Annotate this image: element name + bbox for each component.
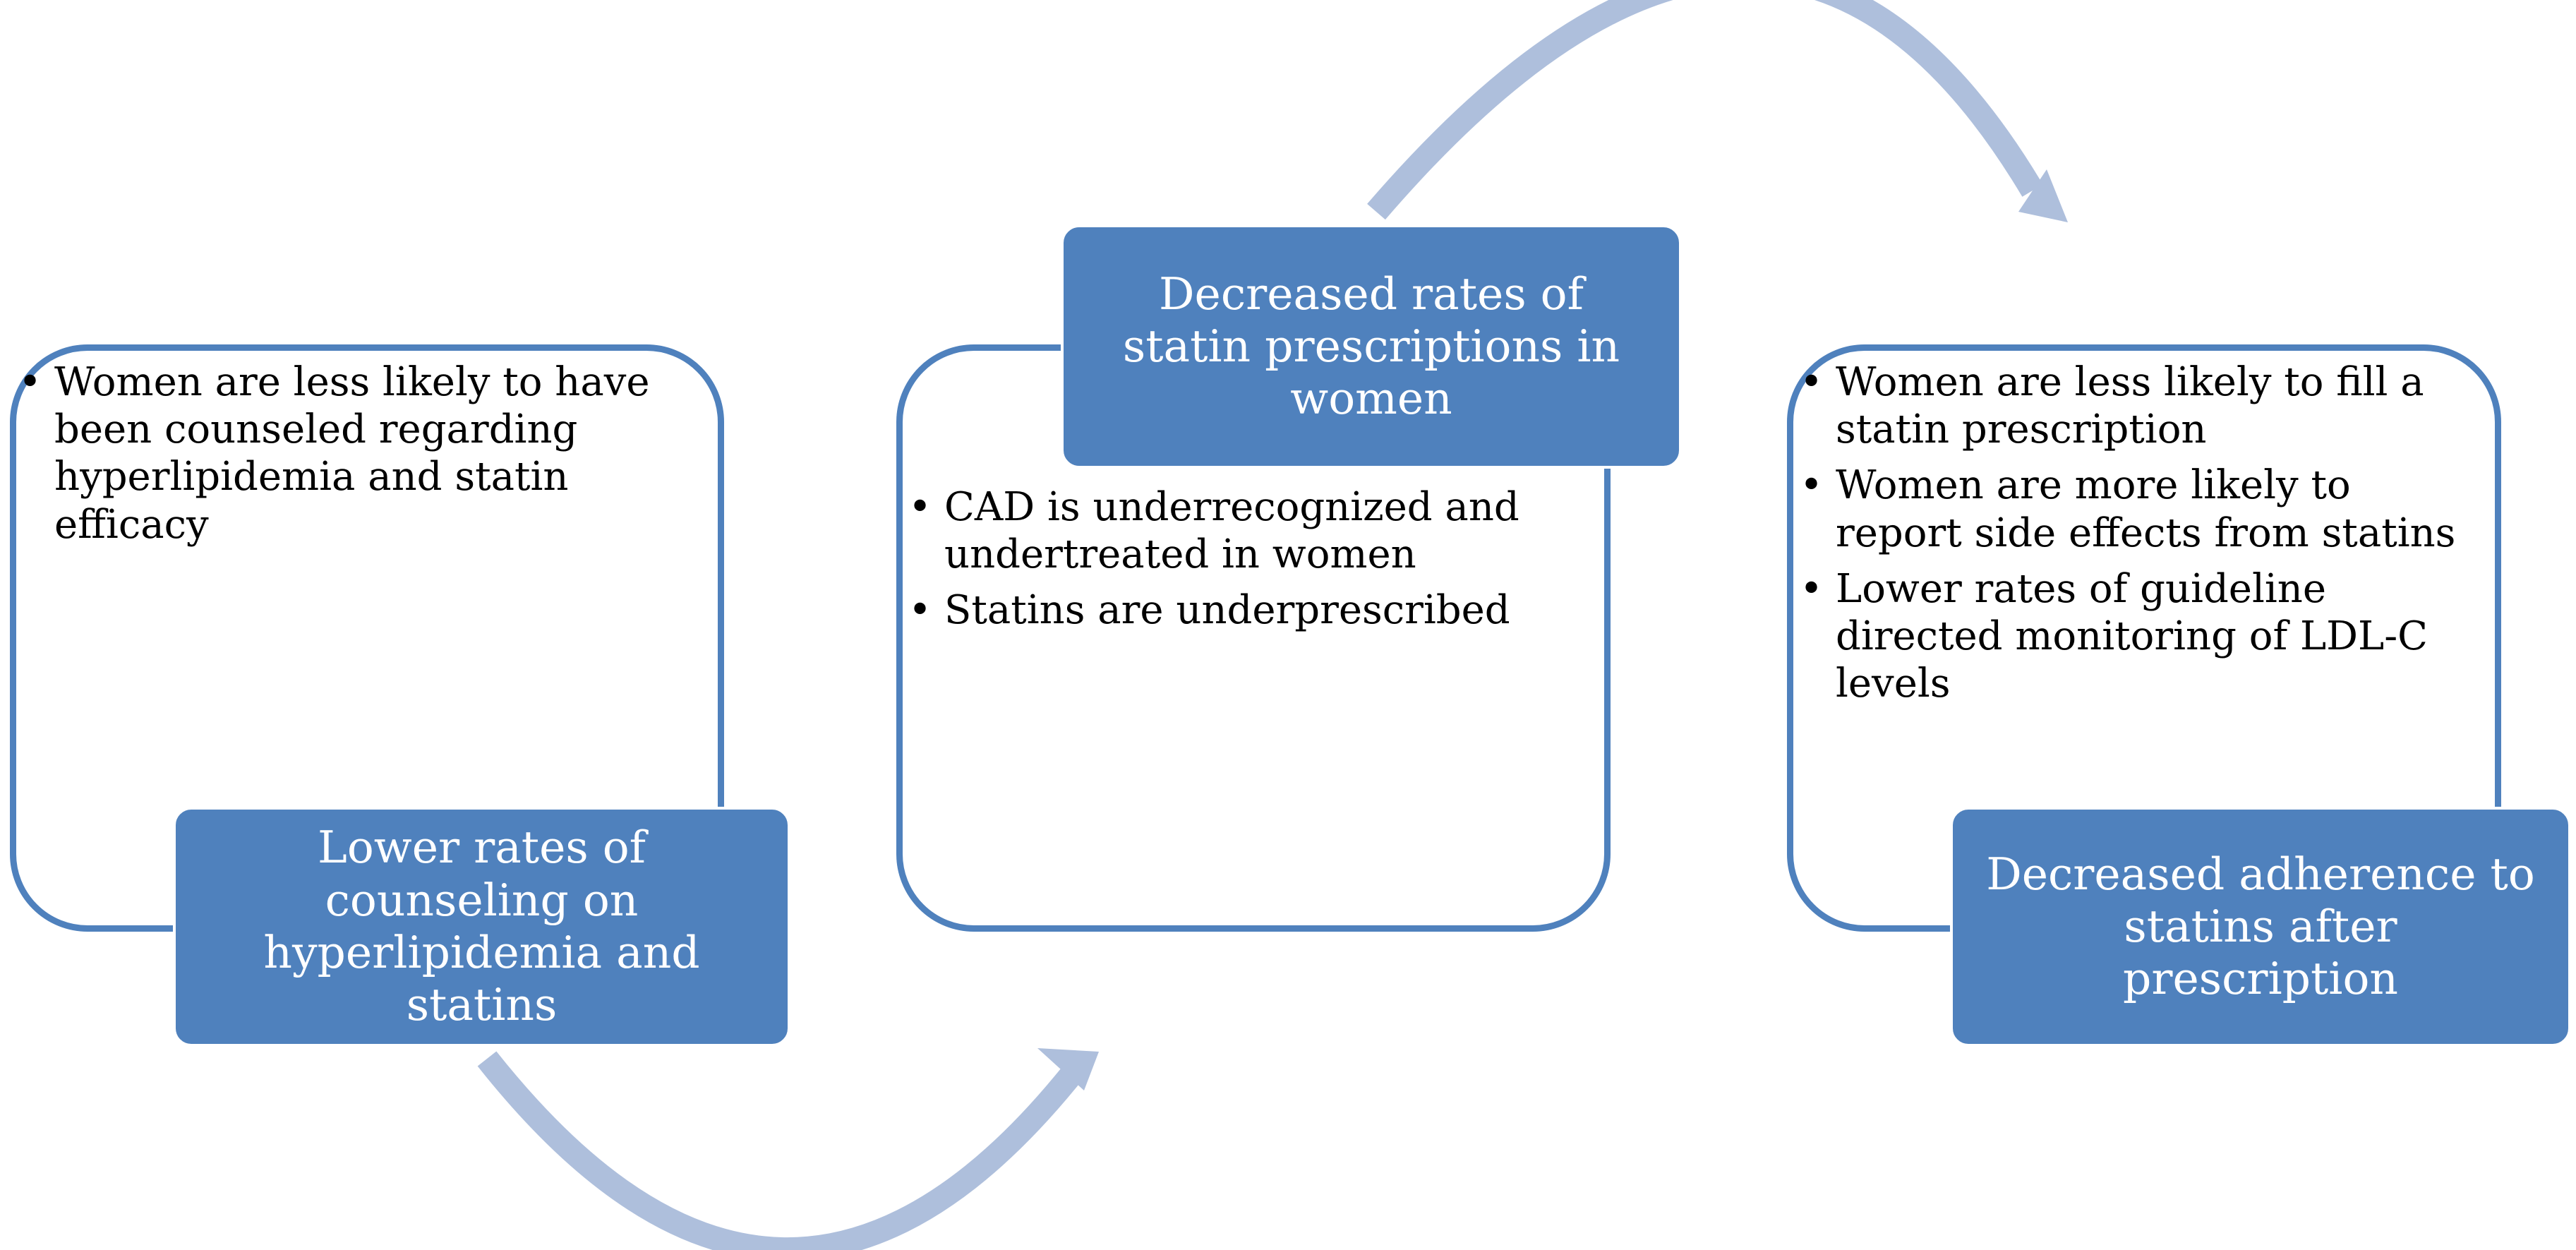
step-1-bullet-list: Women are less likely to have been couns… bbox=[16, 359, 714, 557]
step-3-title: Decreased adherence to statins after pre… bbox=[1950, 807, 2571, 1047]
step-1-title: Lower rates of counseling on hyperlipide… bbox=[173, 807, 790, 1047]
step-2-bullet-1: CAD is underrecognized and undertreated … bbox=[905, 483, 1597, 578]
arrow-step1-to-step2-head bbox=[1037, 1048, 1099, 1090]
arrow-step2-to-step3-head bbox=[2018, 169, 2068, 222]
step-3-bullet-1: Women are less likely to fill a statin p… bbox=[1797, 359, 2488, 453]
step-3-bullet-list: Women are less likely to fill a statin p… bbox=[1797, 359, 2488, 716]
step-3-bullet-2: Women are more likely to report side eff… bbox=[1797, 462, 2488, 556]
step-1-bullet-1: Women are less likely to have been couns… bbox=[16, 359, 714, 548]
arrow-step2-to-step3 bbox=[1367, 0, 2043, 220]
step-3-bullet-3: Lower rates of guideline directed monito… bbox=[1797, 565, 2488, 708]
step-2-bullet-list: CAD is underrecognized and undertreated … bbox=[905, 483, 1597, 643]
arrow-step1-to-step2 bbox=[477, 1051, 1083, 1250]
step-2-title: Decreased rates of statin prescriptions … bbox=[1061, 224, 1682, 469]
step-2-bullet-2: Statins are underprescribed bbox=[905, 587, 1597, 634]
